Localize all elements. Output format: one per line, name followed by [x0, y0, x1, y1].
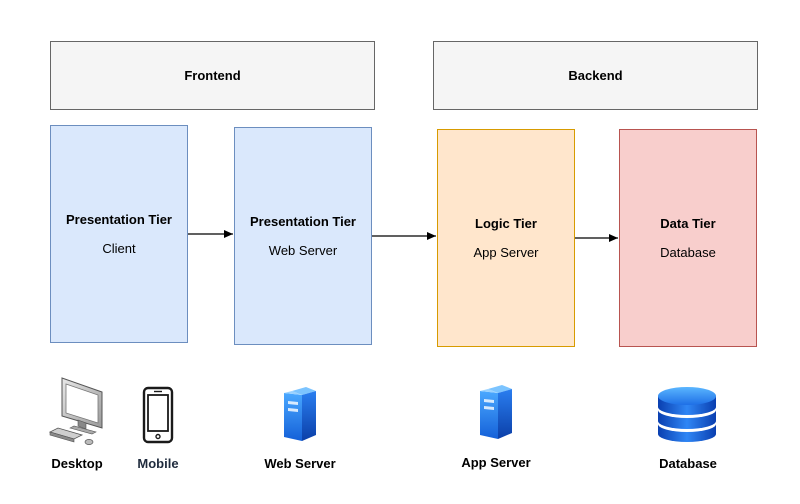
- tier-title: Data Tier: [660, 216, 716, 231]
- tier-subtitle: App Server: [473, 245, 539, 260]
- app-server-label: App Server: [461, 455, 531, 470]
- database-label: Database: [659, 456, 717, 471]
- logic-tier-box: Logic Tier App Server: [437, 129, 575, 347]
- client-tier-box: Presentation Tier Client: [50, 125, 188, 343]
- web-server-label: Web Server: [264, 456, 336, 471]
- server-icon: [284, 387, 316, 441]
- frontend-header-label: Frontend: [184, 68, 241, 83]
- database-icon: [658, 387, 716, 442]
- tier-subtitle: Client: [102, 241, 136, 256]
- frontend-header: Frontend: [50, 41, 375, 110]
- tier-subtitle: Web Server: [268, 243, 338, 258]
- server-icon: [480, 385, 512, 439]
- tier-title: Presentation Tier: [66, 212, 172, 227]
- backend-header: Backend: [433, 41, 758, 110]
- mobile-label: Mobile: [137, 456, 179, 471]
- tier-title: Logic Tier: [475, 216, 537, 231]
- data-tier-box: Data Tier Database: [619, 129, 757, 347]
- desktop-icon: [48, 377, 103, 445]
- web-server-tier-box: Presentation Tier Web Server: [234, 127, 372, 345]
- mobile-icon: [142, 386, 174, 444]
- desktop-label: Desktop: [51, 456, 103, 471]
- backend-header-label: Backend: [568, 68, 623, 83]
- tier-subtitle: Database: [660, 245, 716, 260]
- tier-title: Presentation Tier: [250, 214, 356, 229]
